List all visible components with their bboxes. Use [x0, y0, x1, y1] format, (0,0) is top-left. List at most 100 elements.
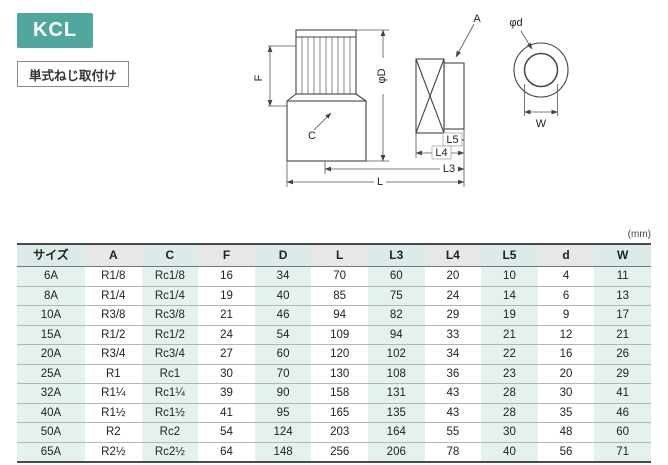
value-cell: 21 — [594, 325, 651, 345]
dim-label-l4: L4 — [435, 147, 447, 159]
value-cell: Rc3/8 — [141, 305, 199, 326]
value-cell: 135 — [367, 403, 425, 423]
value-cell: 46 — [254, 305, 312, 326]
value-cell: 40 — [481, 442, 538, 463]
value-cell: 41 — [198, 403, 255, 423]
value-cell: Rc1½ — [141, 403, 199, 423]
size-cell: 40A — [17, 403, 85, 423]
value-cell: 27 — [198, 344, 255, 365]
value-cell: Rc2 — [141, 422, 199, 443]
dim-label-phi-d: φd — [509, 17, 522, 29]
value-cell: R1¼ — [85, 383, 142, 404]
value-cell: Rc1/4 — [141, 286, 199, 306]
column-header: L5 — [481, 244, 538, 267]
value-cell: R2½ — [85, 442, 142, 463]
value-cell: 30 — [481, 422, 538, 443]
product-code-badge: KCL — [17, 13, 93, 48]
value-cell: Rc1/2 — [141, 325, 199, 345]
value-cell: 16 — [537, 344, 595, 365]
value-cell: 23 — [481, 364, 538, 384]
value-cell: 102 — [367, 344, 425, 365]
value-cell: 54 — [254, 325, 312, 345]
value-cell: 19 — [481, 305, 538, 326]
value-cell: 21 — [198, 305, 255, 326]
dim-label-l3: L3 — [443, 163, 455, 175]
column-header: L4 — [424, 244, 482, 267]
column-header: F — [198, 244, 255, 267]
value-cell: 56 — [537, 442, 595, 463]
value-cell: 12 — [537, 325, 595, 345]
value-cell: 90 — [254, 383, 312, 404]
dim-label-backgrounds — [374, 58, 463, 187]
column-header: L — [311, 244, 368, 267]
value-cell: 35 — [537, 403, 595, 423]
column-header: W — [594, 244, 651, 267]
value-cell: R3/4 — [85, 344, 142, 365]
value-cell: 71 — [594, 442, 651, 463]
value-cell: 43 — [424, 403, 482, 423]
value-cell: 60 — [367, 266, 425, 287]
value-cell: 130 — [311, 364, 368, 384]
value-cell: 43 — [424, 383, 482, 404]
value-cell: 164 — [367, 422, 425, 443]
value-cell: 19 — [198, 286, 255, 306]
dim-label-l5: L5 — [446, 134, 458, 146]
column-header: D — [254, 244, 312, 267]
value-cell: 17 — [594, 305, 651, 326]
value-cell: 70 — [254, 364, 312, 384]
value-cell: 29 — [594, 364, 651, 384]
value-cell: 26 — [594, 344, 651, 365]
dim-label-l: L — [377, 176, 383, 188]
value-cell: R1/2 — [85, 325, 142, 345]
value-cell: 29 — [424, 305, 482, 326]
value-cell: 55 — [424, 422, 482, 443]
value-cell: 16 — [198, 266, 255, 287]
value-cell: 40 — [254, 286, 312, 306]
size-cell: 65A — [17, 442, 85, 463]
drawing-svg: A φd φD F C L5 L4 L3 L W — [253, 13, 569, 188]
value-cell: 24 — [424, 286, 482, 306]
value-cell: 165 — [311, 403, 368, 423]
dim-label-w: W — [536, 118, 547, 130]
value-cell: 46 — [594, 403, 651, 423]
value-cell: 108 — [367, 364, 425, 384]
value-cell: 13 — [594, 286, 651, 306]
value-cell: 10 — [481, 266, 538, 287]
value-cell: 20 — [537, 364, 595, 384]
value-cell: 39 — [198, 383, 255, 404]
joint-body-outline — [286, 29, 367, 162]
knurl-hatch — [301, 37, 351, 94]
value-cell: 28 — [481, 383, 538, 404]
dim-label-a: A — [473, 13, 481, 25]
value-cell: 4 — [537, 266, 595, 287]
value-cell: 60 — [594, 422, 651, 443]
value-cell: 6 — [537, 286, 595, 306]
dimension-lines — [267, 23, 558, 187]
value-cell: 24 — [198, 325, 255, 345]
value-cell: 158 — [311, 383, 368, 404]
value-cell: 14 — [481, 286, 538, 306]
value-cell: 30 — [537, 383, 595, 404]
value-cell: 131 — [367, 383, 425, 404]
size-cell: 32A — [17, 383, 85, 404]
size-cell: 50A — [17, 422, 85, 443]
unit-note: (mm) — [627, 229, 651, 240]
value-cell: 54 — [198, 422, 255, 443]
value-cell: 124 — [254, 422, 312, 443]
value-cell: 94 — [367, 325, 425, 345]
value-cell: Rc3/4 — [141, 344, 199, 365]
size-cell: 20A — [17, 344, 85, 365]
value-cell: 11 — [594, 266, 651, 287]
